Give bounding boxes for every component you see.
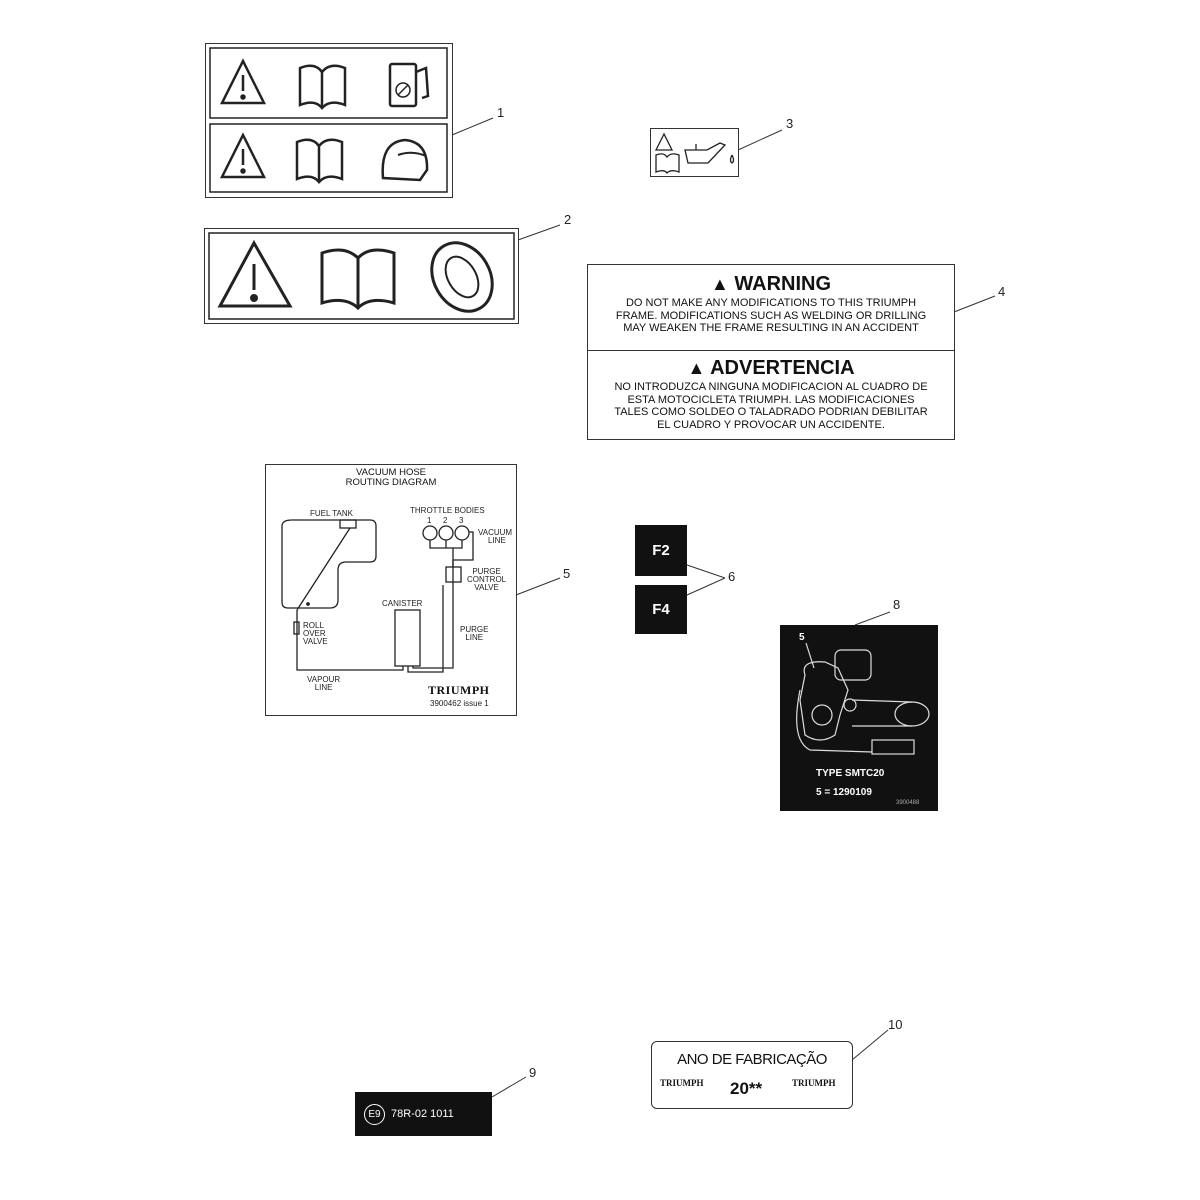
callout-number: 5 <box>799 632 805 643</box>
part-number: 3900462 issue 1 <box>430 699 489 708</box>
callout-2: 2 <box>564 212 572 227</box>
callout-10: 10 <box>888 1017 903 1032</box>
tyre-icon <box>430 241 494 313</box>
warning-triangle-icon: ▲ <box>710 274 729 294</box>
part-number: 5 = 1290109 <box>816 787 872 798</box>
label-5-vacuum-hose-diagram <box>265 464 517 716</box>
manual-book-icon <box>320 248 396 311</box>
warning-triangle-icon <box>217 239 293 308</box>
manual-book-icon <box>298 64 347 110</box>
throttle-number: 2 <box>443 516 448 525</box>
callout-5: 5 <box>563 566 571 581</box>
triumph-logo: TRIUMPH <box>660 1078 704 1088</box>
triumph-logo: TRIUMPH <box>428 683 490 697</box>
label-8-type-plate <box>780 625 938 811</box>
label-code: 3900488 <box>896 800 920 806</box>
label-6-f2: F2 <box>635 525 687 576</box>
callout-8: 8 <box>893 597 901 612</box>
warning-heading: ▲ WARNING <box>710 273 832 295</box>
callout-4: 4 <box>998 284 1006 299</box>
throttle-number: 3 <box>459 516 464 525</box>
warning-line: DO NOT MAKE ANY MODIFICATIONS TO THIS TR… <box>625 297 917 309</box>
type-text: TYPE SMTC20 <box>816 768 885 779</box>
callout-6: 6 <box>728 569 736 584</box>
approval-code: 78R-02 1011 <box>391 1108 454 1120</box>
fuel-tank-label: FUEL TANK <box>310 509 353 518</box>
advertencia-line: EL CUADRO Y PROVOCAR UN ACCIDENTE. <box>657 418 885 431</box>
warning-line: MAY WEAKEN THE FRAME RESULTING IN AN ACC… <box>623 322 919 334</box>
e-mark-icon: E9 <box>364 1103 385 1125</box>
warning-triangle-icon <box>654 132 674 151</box>
label-2 <box>204 228 519 324</box>
year-value: 20** <box>730 1079 763 1098</box>
callout-3: 3 <box>786 116 794 131</box>
label-6-f4: F4 <box>635 585 687 634</box>
callout-1: 1 <box>497 105 505 120</box>
oil-can-icon <box>684 142 735 164</box>
warning-triangle-icon: ▲ <box>687 358 706 378</box>
triumph-logo: TRIUMPH <box>792 1078 836 1088</box>
throttle-bodies-label: THROTTLE BODIES <box>410 506 485 515</box>
warning-line: FRAME. MODIFICATIONS SUCH AS WELDING OR … <box>615 309 927 322</box>
advertencia-line: TALES COMO SOLDEO O TALADRADO PODRIAN DE… <box>614 406 928 418</box>
warning-triangle-icon <box>219 132 267 179</box>
manual-book-icon <box>295 138 344 184</box>
year-title: ANO DE FABRICAÇÃO <box>677 1051 827 1068</box>
fuel-pump-icon <box>388 62 430 108</box>
helmet-icon <box>381 138 429 182</box>
advertencia-heading: ▲ ADVERTENCIA <box>687 357 855 379</box>
callout-9: 9 <box>529 1065 537 1080</box>
label-10-year: ANO DE FABRICAÇÃO TRIUMPH 20** TRIUMPH <box>651 1041 853 1109</box>
advertencia-line: ESTA MOTOCICLETA TRIUMPH. LAS MODIFICACI… <box>627 393 915 406</box>
manual-book-icon <box>655 153 680 174</box>
throttle-number: 1 <box>427 516 432 525</box>
warning-triangle-icon <box>219 58 267 105</box>
advertencia-line: NO INTRODUZCA NINGUNA MODIFICACION AL CU… <box>614 381 928 393</box>
label-4-frame-warning: ▲ WARNING DO NOT MAKE ANY MODIFICATIONS … <box>587 264 955 440</box>
label-9-approval: E9 78R-02 1011 <box>355 1092 492 1136</box>
canister-label: CANISTER <box>382 599 423 608</box>
